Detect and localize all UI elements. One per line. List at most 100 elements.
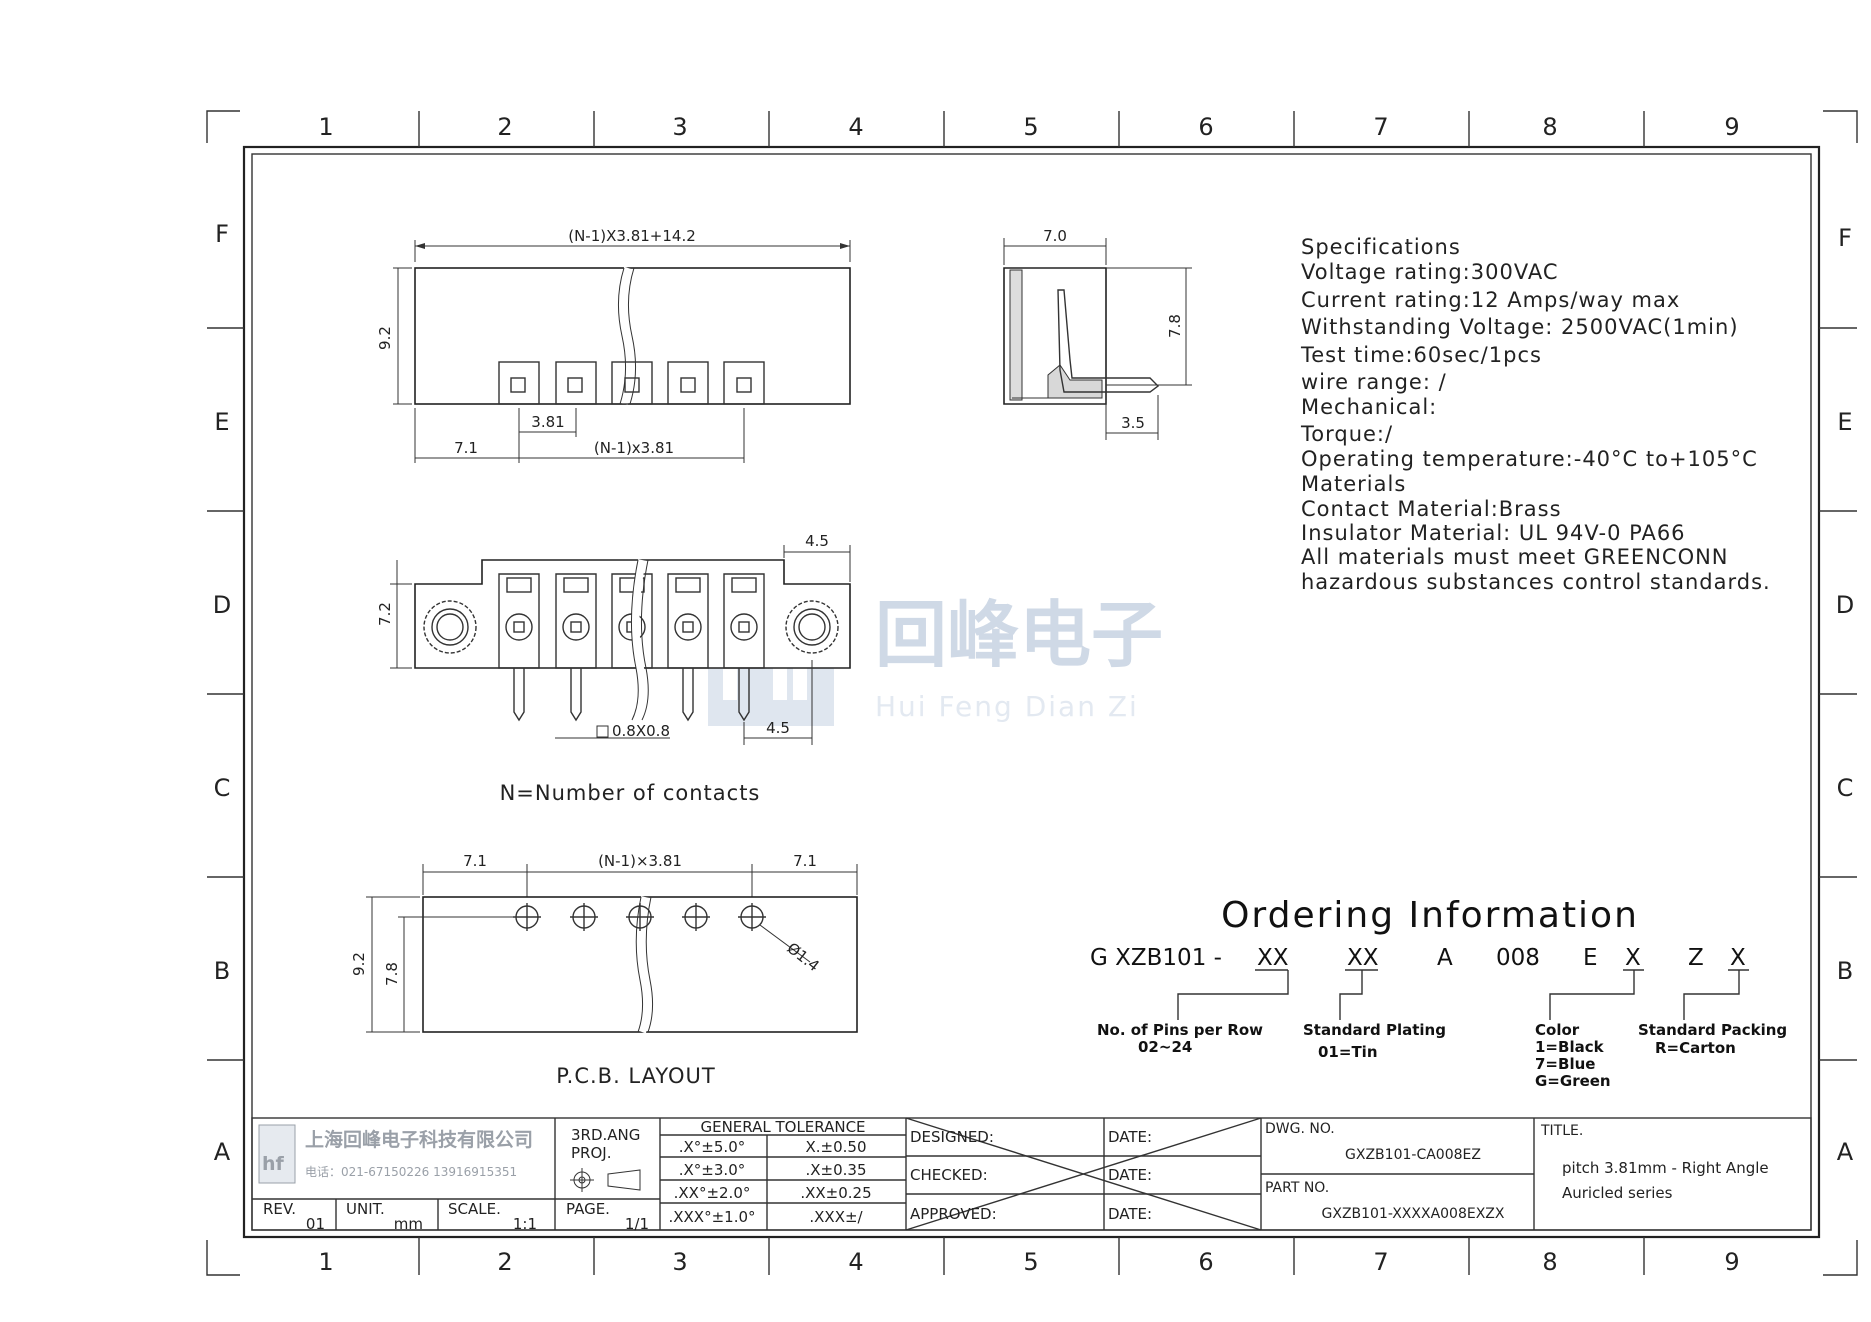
side-width-dim: 7.0: [1043, 227, 1067, 245]
tol-angle-2: .X°±3.0°: [679, 1161, 745, 1179]
packing-label: Standard Packing: [1638, 1021, 1787, 1039]
part-label: PART NO.: [1265, 1180, 1329, 1196]
page-label: PAGE.: [566, 1200, 610, 1218]
date-label-2: DATE:: [1108, 1166, 1152, 1184]
code-prefix: G XZB101 -: [1090, 945, 1222, 971]
zone-col-bottom: 5: [1023, 1248, 1038, 1276]
company-logo-mark: hf: [262, 1153, 285, 1175]
zone-row-left: A: [214, 1138, 231, 1166]
zone-col-bottom: 8: [1542, 1248, 1557, 1276]
checked-label: CHECKED:: [910, 1166, 988, 1184]
zone-col-bottom: 2: [497, 1248, 512, 1276]
zone-labels: 1 2 3 4 5 6 7 8 9 1 2 3 4 5 6 7 8 9 F E …: [213, 113, 1854, 1276]
side-pin-dim: 3.5: [1121, 414, 1145, 432]
pcb-height-dim: 9.2: [350, 952, 368, 976]
ordering-info: Ordering Information G XZB101 - XX XX A …: [1090, 895, 1787, 1090]
zone-col-bottom: 7: [1373, 1248, 1388, 1276]
zone-row-right: B: [1837, 957, 1853, 985]
spec-line: Operating temperature:-40°C to+105°C: [1301, 447, 1758, 471]
zone-col-top: 6: [1198, 113, 1213, 141]
pcb-right-offset: 7.1: [793, 852, 817, 870]
code-color: X: [1625, 945, 1641, 971]
spec-line: Mechanical:: [1301, 395, 1437, 419]
code-packing: X: [1730, 945, 1746, 971]
scale-value: 1:1: [513, 1215, 537, 1233]
spec-line: hazardous substances control standards.: [1301, 570, 1771, 594]
rev-label: REV.: [263, 1200, 296, 1218]
pins-range: 02~24: [1138, 1038, 1192, 1056]
zone-row-left: C: [214, 774, 231, 802]
code-pins: XX: [1257, 945, 1289, 971]
front-height-dim: 7.2: [376, 602, 394, 626]
designed-label: DESIGNED:: [910, 1128, 994, 1146]
zone-col-bottom: 4: [848, 1248, 863, 1276]
spec-line: Contact Material:Brass: [1301, 497, 1562, 521]
dwg-label: DWG. NO.: [1265, 1121, 1335, 1137]
page-value: 1/1: [625, 1215, 649, 1233]
zone-row-right: A: [1837, 1138, 1854, 1166]
pcb-span-dim: (N-1)×3.81: [598, 852, 682, 870]
zone-col-top: 5: [1023, 113, 1038, 141]
unit-label: UNIT.: [346, 1200, 385, 1218]
zone-col-bottom: 3: [672, 1248, 687, 1276]
front-ear-dim: 4.5: [805, 532, 829, 550]
top-height-dim: 9.2: [376, 326, 394, 350]
title-line-2: Auricled series: [1562, 1184, 1673, 1202]
projection-symbol-icon: [570, 1168, 641, 1192]
zone-row-left: B: [214, 957, 230, 985]
ordering-title: Ordering Information: [1221, 895, 1639, 936]
zone-col-top: 2: [497, 113, 512, 141]
tol-linear-2: .X±0.35: [805, 1161, 866, 1179]
zone-col-bottom: 6: [1198, 1248, 1213, 1276]
spec-line: Insulator Material: UL 94V-0 PA66: [1301, 521, 1686, 545]
watermark-cn: 回峰电子: [875, 593, 1163, 677]
pcb-caption: P.C.B. LAYOUT: [556, 1064, 716, 1088]
color-blue: 7=Blue: [1535, 1055, 1595, 1073]
dwg-number: GXZB101-CA008EZ: [1345, 1147, 1481, 1163]
zone-row-left: D: [213, 591, 231, 619]
zone-row-right: F: [1838, 224, 1852, 252]
zone-col-top: 4: [848, 113, 863, 141]
pcb-layout: 7.1 (N-1)×3.81 7.1 Ø1.4 9.2 7.8 P.C.B. L…: [350, 852, 858, 1088]
spec-line: Current rating:12 Amps/way max: [1301, 288, 1680, 312]
company-logo-icon: [258, 1124, 296, 1184]
outer-border: [242, 145, 1821, 1239]
spec-line: wire range: /: [1301, 370, 1447, 394]
spec-line: Withstanding Voltage: 2500VAC(1min): [1301, 315, 1739, 339]
pcb-hole-row-dim: 7.8: [383, 962, 401, 986]
zone-row-left: E: [214, 408, 229, 436]
date-label-1: DATE:: [1108, 1128, 1152, 1146]
spec-line: Specifications: [1301, 235, 1461, 259]
color-black: 1=Black: [1535, 1038, 1605, 1056]
side-height-dim: 7.8: [1166, 314, 1184, 338]
spec-line: All materials must meet GREENCONN: [1301, 545, 1729, 569]
spec-line: Voltage rating:300VAC: [1301, 260, 1559, 284]
packing-value: R=Carton: [1655, 1039, 1736, 1057]
tol-linear-3: .XX±0.25: [800, 1184, 871, 1202]
unit-value: mm: [394, 1215, 423, 1233]
tol-angle-4: .XXX°±1.0°: [668, 1208, 755, 1226]
company-phone: 电话：021-67150226 13916915351: [305, 1165, 517, 1179]
top-view: (N-1)X3.81+14.2 9.2 3.81 7.1 (N-1)x3.81: [376, 227, 851, 463]
tolerance-title: GENERAL TOLERANCE: [700, 1118, 865, 1136]
tol-angle-1: .X°±5.0°: [679, 1138, 745, 1156]
date-label-3: DATE:: [1108, 1205, 1152, 1223]
zone-col-top: 7: [1373, 113, 1388, 141]
company-name: 上海回峰电子科技有限公司: [305, 1128, 533, 1151]
code-e: E: [1583, 945, 1598, 971]
corner-marks: [206, 110, 1858, 1276]
zone-row-right: E: [1837, 408, 1852, 436]
pins-label: No. of Pins per Row: [1097, 1021, 1263, 1039]
top-overall-dim: (N-1)X3.81+14.2: [568, 227, 696, 245]
front-pin-offset: 4.5: [766, 719, 790, 737]
plating-value: 01=Tin: [1318, 1043, 1378, 1061]
zone-col-bottom: 1: [318, 1248, 333, 1276]
rev-value: 01: [306, 1215, 325, 1233]
part-number: GXZB101-XXXXA008EXZX: [1322, 1206, 1505, 1222]
title-line-1: pitch 3.81mm - Right Angle: [1562, 1159, 1769, 1177]
top-span-dim: (N-1)x3.81: [594, 439, 674, 457]
tol-linear-1: X.±0.50: [805, 1138, 866, 1156]
zone-row-right: D: [1836, 591, 1854, 619]
title-label: TITLE.: [1540, 1123, 1583, 1139]
